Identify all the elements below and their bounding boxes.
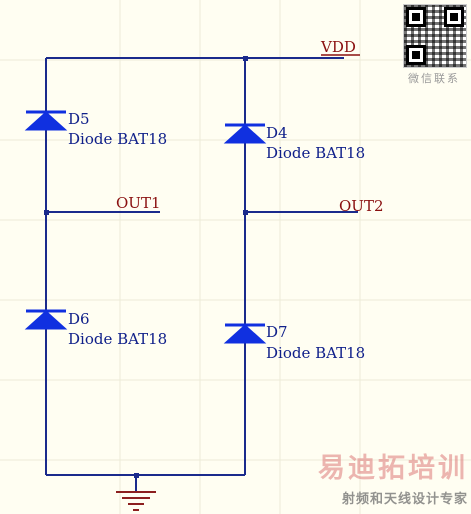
watermark-title: 易迪拓培训: [318, 453, 468, 484]
junction-dot: [44, 210, 49, 215]
net-label-vdd: VDD: [320, 38, 356, 56]
diode-d6-ref: D6: [68, 310, 90, 328]
junction-dot: [243, 56, 248, 61]
wires: [45, 57, 358, 492]
diode-d6-value: Diode BAT18: [68, 330, 167, 348]
junctions: [44, 56, 248, 478]
net-label-out1: OUT1: [116, 194, 161, 212]
ground-symbol: [116, 491, 156, 511]
diode-d7-symbol: [223, 323, 267, 344]
diode-d4-symbol: [223, 123, 267, 144]
junction-dot: [243, 210, 248, 215]
diode-d7-ref: D7: [266, 323, 288, 341]
diode-d6-symbol: [24, 309, 68, 330]
diode-d4-ref: D4: [266, 124, 288, 142]
watermark-subtitle: 射频和天线设计专家: [341, 492, 468, 507]
qr-caption: 微信联系: [408, 72, 460, 85]
net-label-out2: OUT2: [339, 197, 384, 215]
watermark: 易迪拓培训 射频和天线设计专家: [312, 453, 468, 508]
diode-d4-value: Diode BAT18: [266, 144, 365, 162]
diode-d7-value: Diode BAT18: [266, 344, 365, 362]
diode-d5-ref: D5: [68, 110, 90, 128]
diode-d5-symbol: [24, 110, 68, 131]
diode-d5-value: Diode BAT18: [68, 130, 167, 148]
junction-dot: [134, 473, 139, 478]
qr-code-image: [403, 4, 467, 68]
qr-code-badge: 微信联系: [400, 4, 468, 86]
